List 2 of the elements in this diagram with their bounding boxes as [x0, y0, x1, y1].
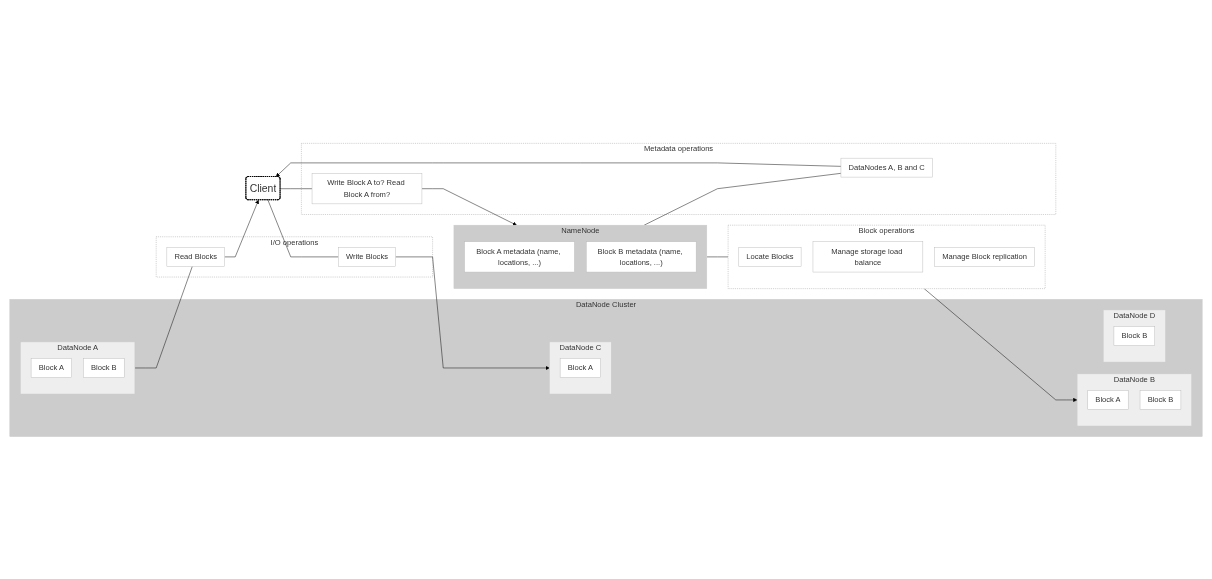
connector [267, 199, 339, 257]
connector [280, 187, 313, 189]
